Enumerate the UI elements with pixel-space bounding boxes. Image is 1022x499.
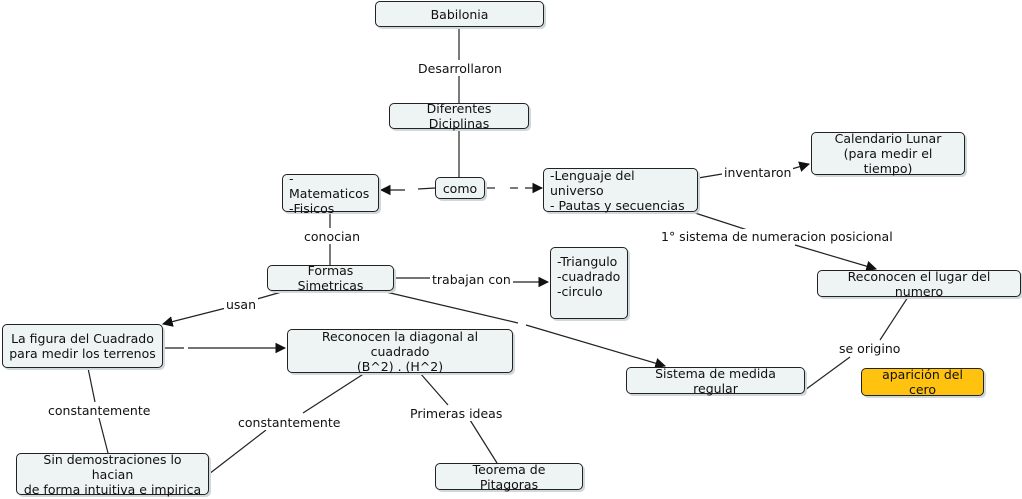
line-lenguaje-inventaron [697, 173, 723, 179]
node-triangulo-cuadrado-circulo[interactable]: -Triangulo -cuadrado -circulo [550, 247, 628, 319]
link-label-conocian: conocian [302, 229, 363, 244]
line-formas-usan [256, 290, 286, 300]
node-diferentes-disciplinas[interactable]: Diferentes Diciplinas [389, 101, 529, 131]
node-teorema-pitagoras[interactable]: Teorema de Pitagoras [435, 462, 583, 492]
link-label-constantemente-2: constantemente [236, 415, 343, 430]
line-origino-reconocen [879, 296, 909, 341]
node-babilonia[interactable]: Babilonia [375, 1, 544, 27]
link-label-sistema-numeracion: 1° sistema de numeracion posicional [659, 229, 895, 244]
arrow-usan-figura [161, 307, 227, 327]
node-matematicos-fisicos[interactable]: -Matematicos -Fisicos [282, 171, 379, 216]
node-sistema-medida-regular[interactable]: Sistema de medida regular [626, 366, 805, 396]
line-formas-sistema [385, 291, 519, 324]
line-como-matematicos-a [417, 187, 436, 190]
node-como[interactable]: como [435, 177, 485, 199]
node-aparicion-cero[interactable]: aparición del cero [861, 367, 984, 397]
line-primeras-pitagoras [469, 419, 498, 464]
node-sin-demostraciones[interactable]: Sin demostraciones lo hacian de forma in… [16, 452, 209, 497]
node-lenguaje-universo[interactable]: -Lenguaje del universo - Pautas y secuen… [543, 168, 698, 213]
link-label-se-origino: se origino [837, 341, 903, 356]
link-label-primeras-ideas: Primeras ideas [408, 406, 505, 421]
node-calendario-lunar[interactable]: Calendario Lunar (para medir el tiempo) [811, 131, 965, 176]
link-label-usan: usan [224, 297, 259, 312]
line-diagonal-constantemente [302, 372, 366, 414]
node-reconocen-lugar-numero[interactable]: Reconocen el lugar del numero [817, 269, 1021, 299]
line-constantemente-demostraciones [98, 417, 109, 454]
node-diagonal-cuadrado[interactable]: Reconocen la diagonal al cuadrado (B^2) … [287, 329, 513, 374]
link-label-desarrollaron: Desarrollaron [416, 61, 504, 76]
node-figura-cuadrado[interactable]: La figura del Cuadrado para medir los te… [2, 324, 163, 368]
node-formas-simetricas[interactable]: Formas Simetricas [267, 263, 394, 293]
line-sistema-origino [804, 356, 851, 391]
link-label-constantemente-1: constantemente [46, 403, 153, 418]
arrow-numeracion-reconocen [794, 244, 878, 272]
line-constantemente-demostraciones-2 [208, 429, 267, 475]
arrow-formas-sistema [525, 324, 667, 369]
link-label-trabajan-con: trabajan con [430, 272, 513, 287]
line-diagonal-primeras [419, 372, 449, 406]
link-label-inventaron: inventaron [722, 165, 794, 180]
line-figura-constantemente [87, 367, 96, 403]
